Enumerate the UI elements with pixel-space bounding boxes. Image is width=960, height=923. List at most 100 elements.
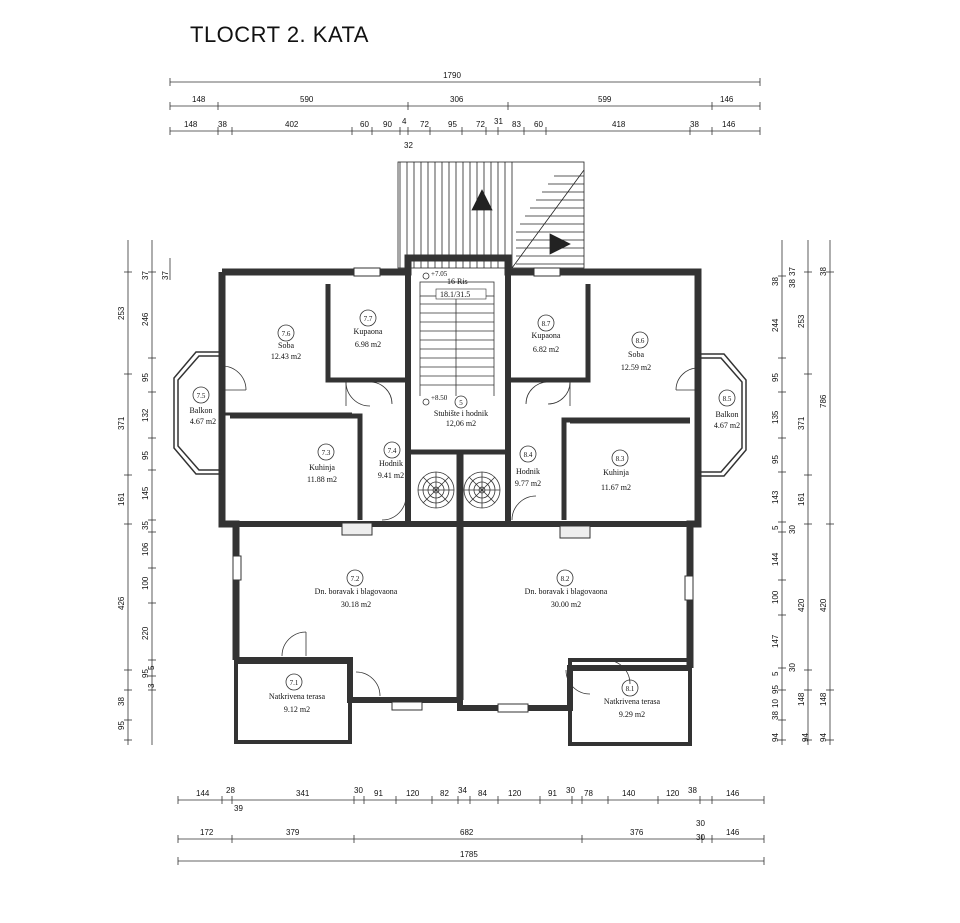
dim-label: 38: [688, 786, 697, 795]
room-area: 4.67 m2: [714, 421, 740, 430]
dim-label: 38: [771, 277, 780, 286]
dim-label: 100: [141, 576, 150, 590]
dim-label: 145: [141, 486, 150, 500]
dim-label: 120: [666, 789, 680, 798]
dim-label: 37: [788, 267, 797, 276]
room-name: Kupaona: [354, 327, 383, 336]
dim-label: 28: [226, 786, 235, 795]
room-name: Kupaona: [532, 331, 561, 340]
room-name: Kuhinja: [603, 468, 629, 477]
dim-label: 306: [450, 95, 464, 104]
dim-label: 161: [797, 492, 806, 506]
dim-label: 418: [612, 120, 626, 129]
dim-label: 402: [285, 120, 299, 129]
dim-label: 35: [141, 521, 150, 530]
room-number: 7.6: [282, 330, 291, 338]
room-name: Hodnik: [516, 467, 540, 476]
balconies: [173, 351, 747, 477]
dim-label: 371: [797, 416, 806, 430]
room-area: 9.77 m2: [515, 479, 541, 488]
dim-label: 72: [420, 120, 429, 129]
level-top-label: +7.05: [431, 270, 448, 278]
dim-label: 95: [448, 120, 457, 129]
dim-label: 95: [117, 721, 126, 730]
room-name: Stubište i hodnik: [434, 409, 488, 418]
dim-label: 95: [141, 669, 150, 678]
room-area: 9.12 m2: [284, 705, 310, 714]
dim-label: 106: [141, 542, 150, 556]
dim-label: 10: [771, 699, 780, 708]
room-area: 12,06 m2: [446, 419, 476, 428]
dim-label: 341: [296, 789, 310, 798]
room-number: 8.3: [616, 455, 625, 463]
dim-label: 60: [360, 120, 369, 129]
dim-label: 34: [458, 786, 467, 795]
dim-label: 786: [819, 394, 828, 408]
dim-label: 147: [771, 634, 780, 648]
room-number: 7.5: [197, 392, 206, 400]
dim-label: 5: [771, 525, 780, 530]
dim-label: 120: [508, 789, 522, 798]
dim-label: 39: [234, 804, 243, 813]
room-area: 30.00 m2: [551, 600, 581, 609]
dim-label: 83: [512, 120, 521, 129]
stair-risers-label: 16 Ris: [447, 277, 468, 286]
dim-label: 4: [402, 117, 407, 126]
dim-label: 143: [771, 490, 780, 504]
dim-label: 30: [696, 819, 705, 828]
dim-top-total: 1790: [443, 71, 461, 80]
room-number: 7.3: [322, 449, 331, 457]
room-number: 8.5: [723, 395, 732, 403]
dim-label: 220: [141, 626, 150, 640]
dim-label: 420: [819, 598, 828, 612]
room-area: 6.82 m2: [533, 345, 559, 354]
room-name: Dn. boravak i blagovaona: [315, 587, 398, 596]
dim-label: 590: [300, 95, 314, 104]
dim-label: 426: [117, 596, 126, 610]
room-name: Soba: [278, 341, 294, 350]
room-area: 12.43 m2: [271, 352, 301, 361]
dim-label: 144: [196, 789, 210, 798]
dim-label: 253: [117, 306, 126, 320]
dim-label: 148: [797, 692, 806, 706]
dim-label: 682: [460, 828, 474, 837]
room-number: 7.2: [351, 575, 360, 583]
dim-label: 420: [797, 598, 806, 612]
dim-label: 94: [771, 733, 780, 742]
dim-label: 94: [819, 733, 828, 742]
dim-label: 3: [147, 683, 156, 688]
dim-label: 5: [771, 671, 780, 676]
top-dimensions: 1790 148 590 306 599 146 148 38 402 60 9…: [169, 71, 761, 150]
exterior-stair: [397, 161, 585, 269]
bottom-dimensions: 144 28 341 30 91 120 82 34 84 120 91 30 …: [177, 786, 765, 865]
room-name: Soba: [628, 350, 644, 359]
room-area: 12.59 m2: [621, 363, 651, 372]
level-bottom-label: +8.50: [431, 394, 448, 402]
room-number: 8.6: [636, 337, 645, 345]
dim-label: 146: [726, 789, 740, 798]
dim-label: 38: [690, 120, 699, 129]
dim-label: 148: [819, 692, 828, 706]
right-dimensions: 38 244 95 135 95 143 5 144 100 147 5 95 …: [771, 240, 834, 745]
room-number: 5: [459, 399, 463, 407]
room-labels: 7.6 Soba 12.43 m2 7.7 Kupaona 6.98 m2 7.…: [189, 315, 740, 719]
windows: [232, 267, 694, 713]
room-name: Hodnik: [379, 459, 403, 468]
room-area: 30.18 m2: [341, 600, 371, 609]
room-name: Natkrivena terasa: [269, 692, 326, 701]
spiral-stairs: [417, 471, 501, 509]
room-number: 8.7: [542, 320, 551, 328]
dim-label: 148: [192, 95, 206, 104]
dim-label: 1785: [460, 850, 478, 859]
dim-label: 379: [286, 828, 300, 837]
dim-label: 31: [494, 117, 503, 126]
left-dimensions: 37 253 371 161 426 38 95 246 95 132 95 1…: [117, 240, 171, 745]
room-area: 6.98 m2: [355, 340, 381, 349]
dim-label: 95: [141, 451, 150, 460]
dim-label: 30: [696, 833, 705, 842]
room-number: 7.4: [388, 447, 397, 455]
room-area: 11.67 m2: [601, 483, 631, 492]
dim-label: 371: [117, 416, 126, 430]
dim-label: 38: [788, 279, 797, 288]
